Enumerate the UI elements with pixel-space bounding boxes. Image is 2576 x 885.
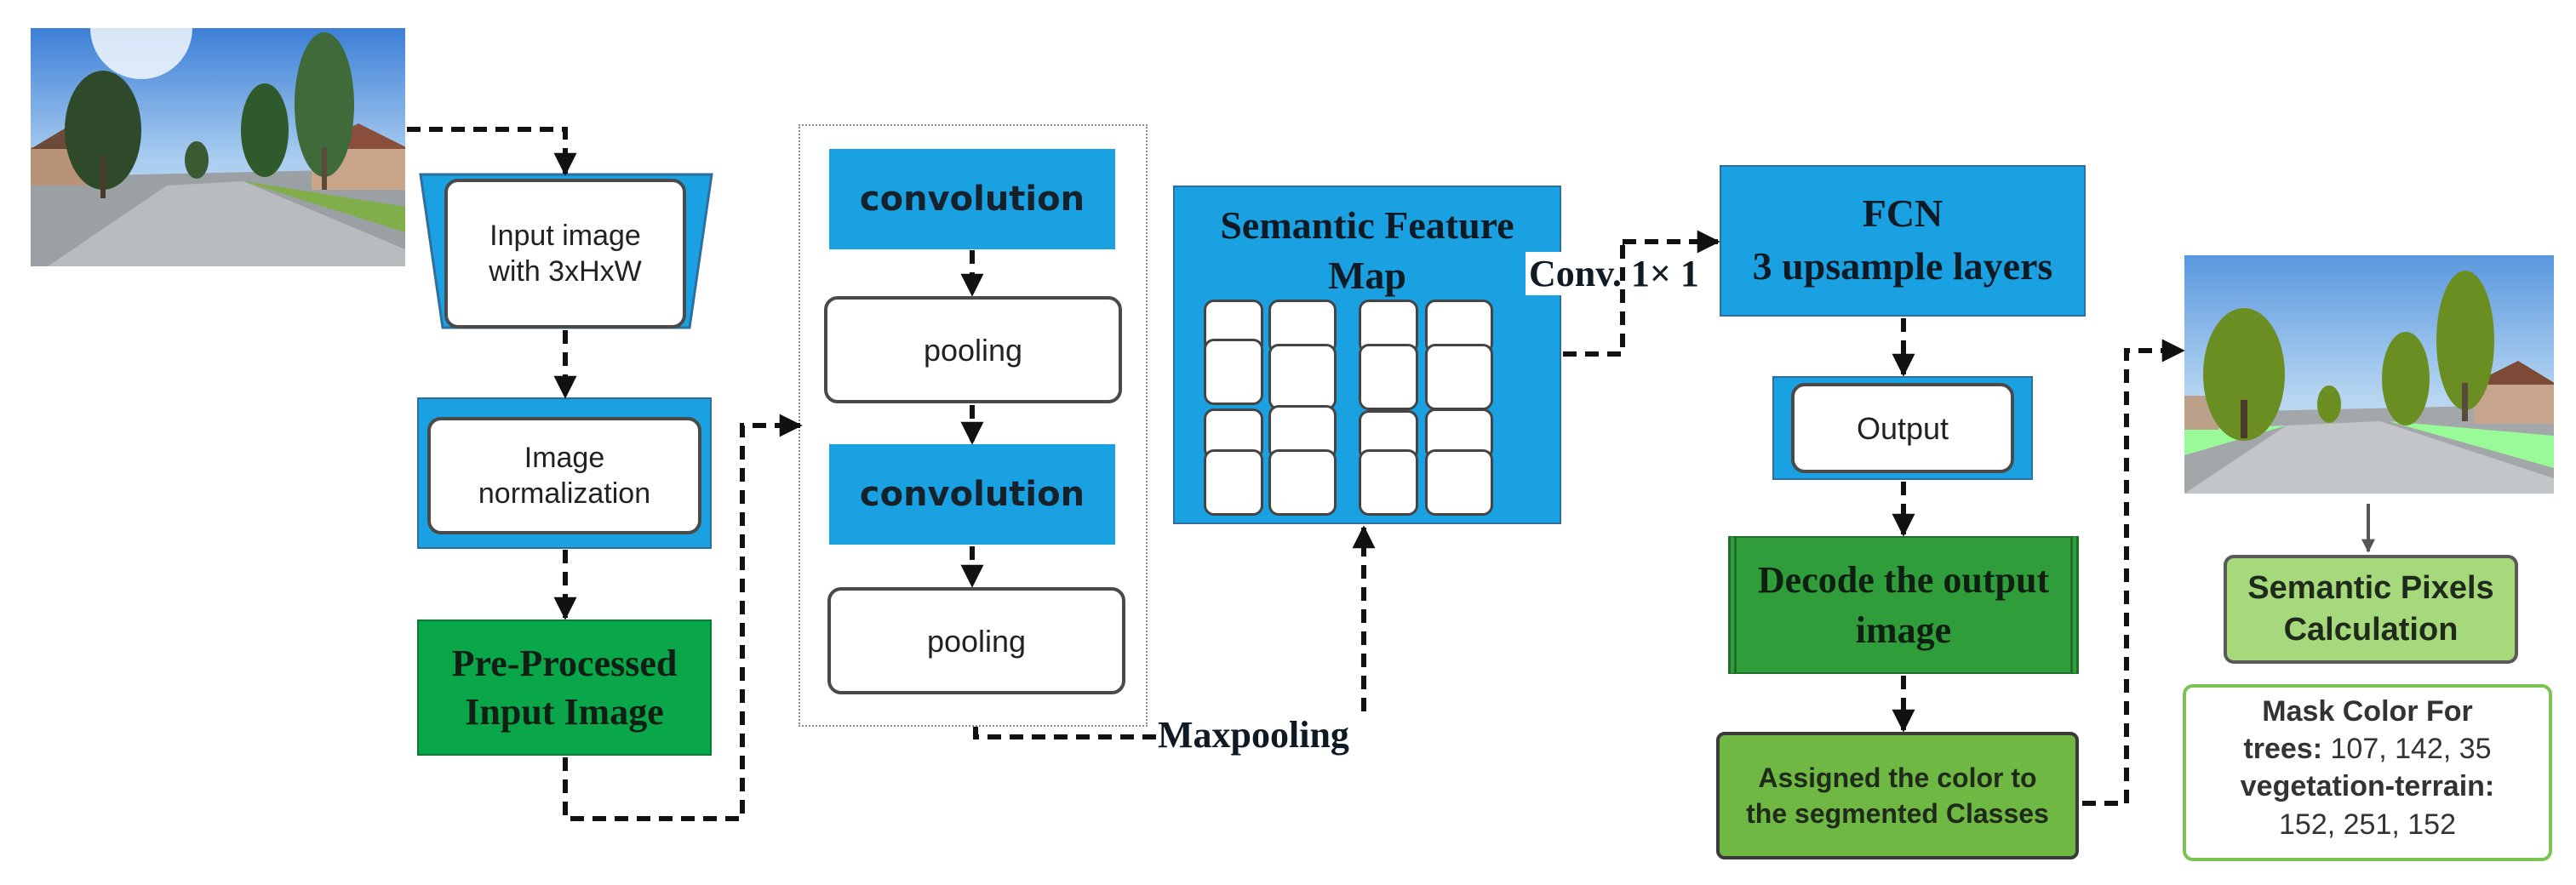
output-node: Output bbox=[1791, 383, 2014, 473]
preprocessed-node: Pre-Processed Input Image bbox=[417, 620, 712, 756]
mask-title: Mask Color For bbox=[2262, 695, 2473, 728]
veg-label: vegetation-terrain: bbox=[2240, 770, 2495, 803]
input-image-node: Input image with 3xHxW bbox=[444, 179, 686, 328]
trees-label: trees: bbox=[2243, 733, 2323, 766]
mask-color-box: Mask Color For trees: 107, 142, 35 veget… bbox=[2183, 684, 2552, 861]
fcn-title: FCN bbox=[1862, 191, 1943, 235]
semantic-calc-node: Semantic Pixels Calculation bbox=[2224, 555, 2518, 664]
assign-color-node: Assigned the color to the segmented Clas… bbox=[1716, 732, 2079, 859]
normalization-node: Image normalization bbox=[427, 417, 701, 534]
decode-node: Decode the output image bbox=[1728, 536, 2079, 674]
fcn-subtitle: 3 upsample layers bbox=[1752, 244, 2053, 288]
pool1-node: pooling bbox=[824, 296, 1122, 403]
feature-map-title: Semantic Feature Map bbox=[1220, 203, 1514, 297]
segmented-output-photo bbox=[2184, 255, 2554, 494]
conv2-node: convolution bbox=[829, 444, 1115, 545]
input-street-photo bbox=[31, 28, 405, 266]
feature-grid bbox=[1204, 300, 1493, 517]
conv1-node: convolution bbox=[829, 149, 1115, 249]
maxpooling-label: Maxpooling bbox=[1158, 714, 1349, 756]
fcn-node bbox=[1720, 165, 2086, 317]
veg-value: 152, 251, 152 bbox=[2279, 808, 2456, 841]
pool2-node: pooling bbox=[827, 587, 1125, 694]
mask-trees-line: trees: 107, 142, 35 bbox=[2186, 730, 2549, 768]
trees-value: 107, 142, 35 bbox=[2330, 733, 2492, 766]
